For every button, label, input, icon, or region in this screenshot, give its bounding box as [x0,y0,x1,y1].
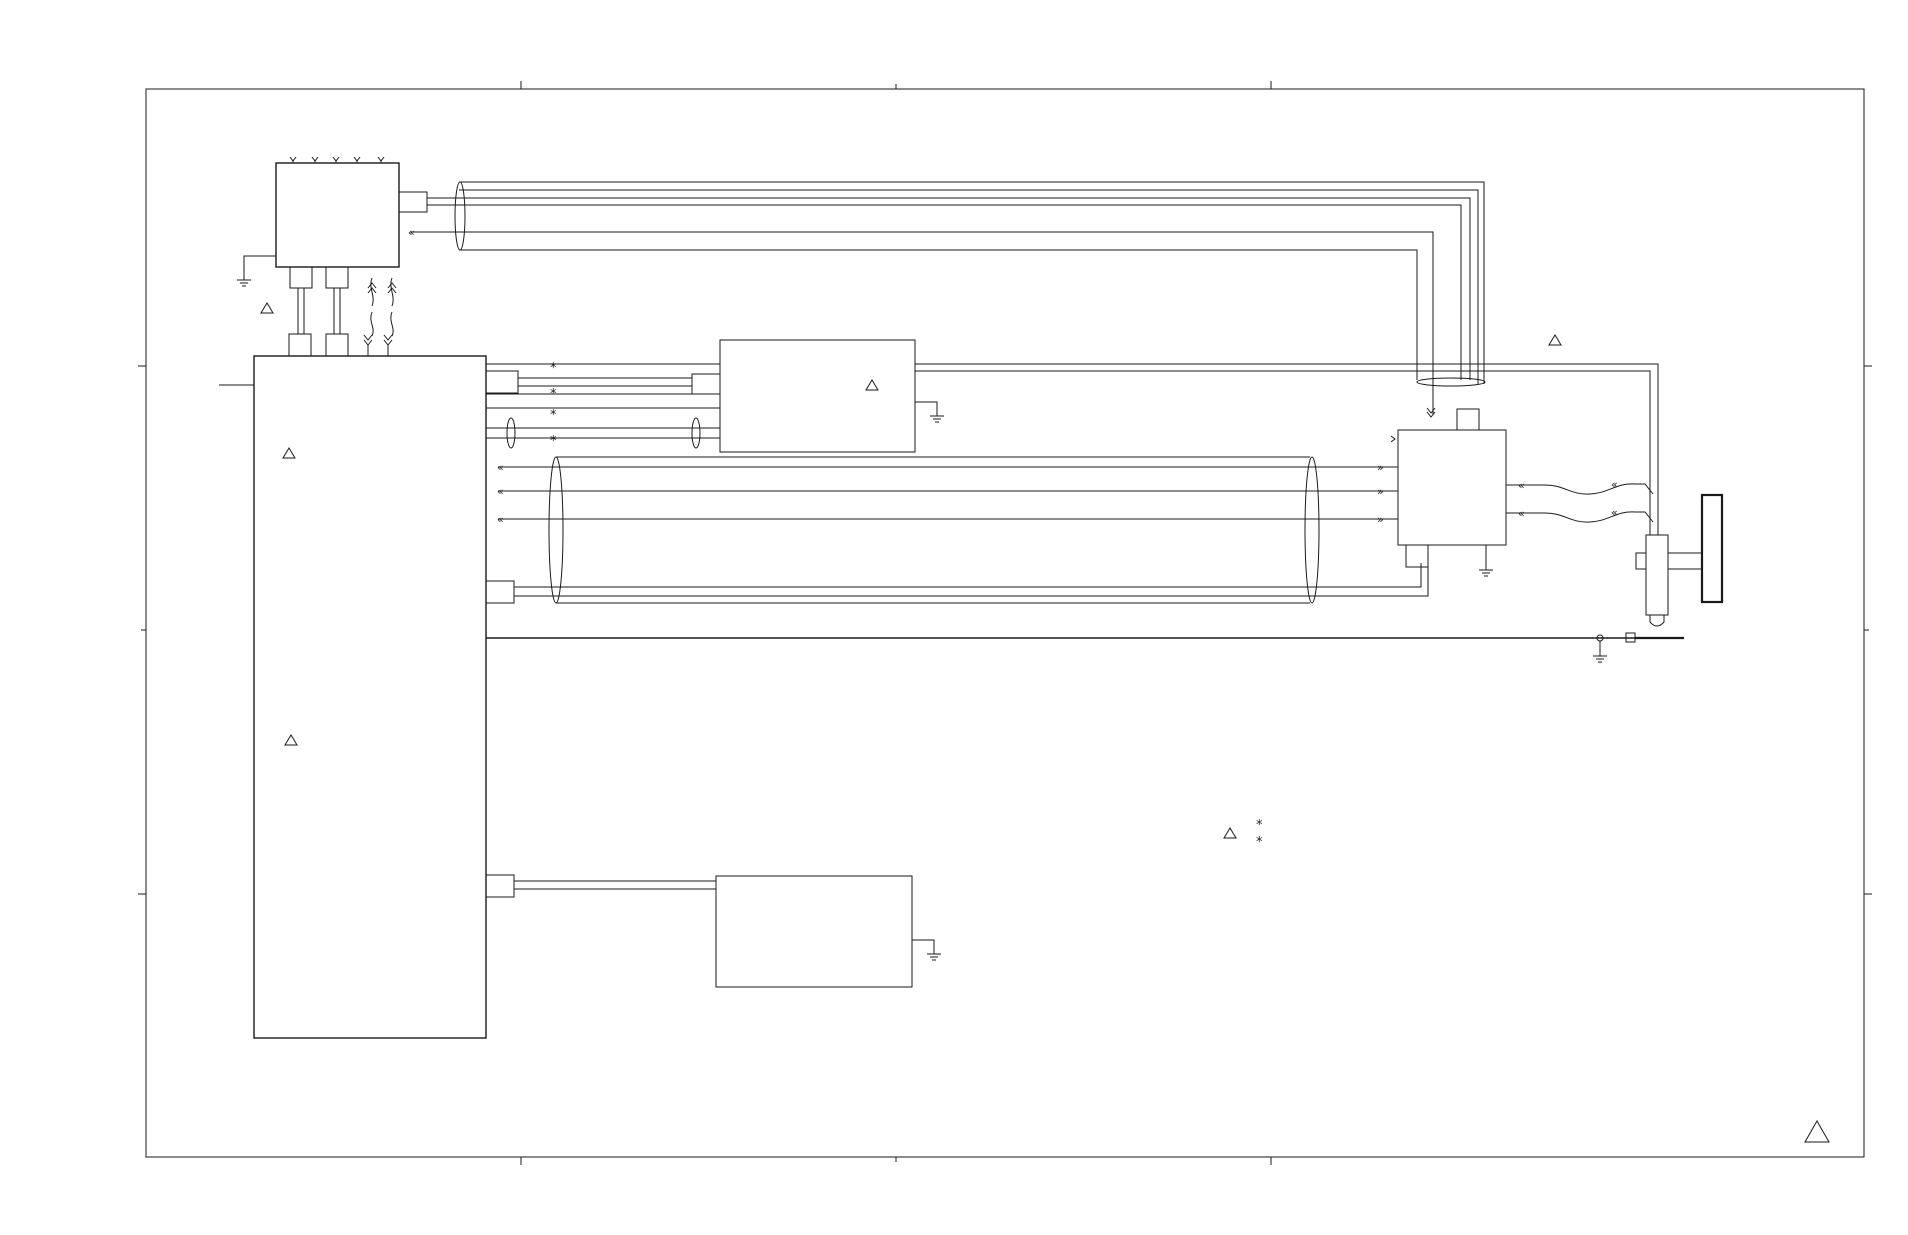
triangle-icon [284,734,298,746]
lower-center-module [514,875,941,988]
svg-text:»: » [1377,485,1384,498]
svg-text:«: « [1518,479,1525,492]
asterisk-icon: * [550,408,557,423]
triangle-icon [260,302,274,314]
asterisk-icon: * [550,387,557,402]
asterisk-icon: * [550,361,557,376]
center-to-right-lines [915,334,1659,535]
svg-text:«: « [1611,506,1618,519]
svg-text:«: « [1611,478,1618,491]
asterisk-icon: * [550,434,557,449]
top-harness: « [408,181,1486,418]
ground-icon [1479,569,1493,577]
ground-line [486,632,1684,663]
right-unit: « « « « [1390,408,1654,577]
svg-text:»: » [1377,513,1384,526]
top-left-unit [237,156,428,314]
antenna-terminals [289,156,385,163]
main-board [219,355,519,1039]
triangle-icon [1548,334,1562,346]
link-harness-top [288,277,397,357]
asterisk-icon: * [1256,818,1263,833]
svg-text:»: » [1377,461,1384,474]
ground-icon [927,953,941,961]
right-connector-assembly [1635,493,1724,627]
svg-text:«: « [408,226,415,239]
ground-icon [930,415,944,423]
svg-text:«: « [497,513,504,526]
revision-triangle-icon [1804,1119,1830,1143]
svg-text:«: « [1518,507,1525,520]
drawing-frame [138,81,1872,1165]
center-module [691,339,944,453]
middle-harness: « « « » » » [497,456,1429,604]
center-link-lines: * * * * [486,361,720,449]
ground-icon [1593,655,1607,663]
svg-text:«: « [497,485,504,498]
triangle-icon [865,379,879,391]
triangle-icon [1223,827,1237,839]
svg-text:«: « [497,461,504,474]
legend: * * [1223,818,1263,850]
asterisk-icon: * [1256,835,1263,850]
triangle-icon [282,447,296,459]
ground-icon [237,279,251,287]
